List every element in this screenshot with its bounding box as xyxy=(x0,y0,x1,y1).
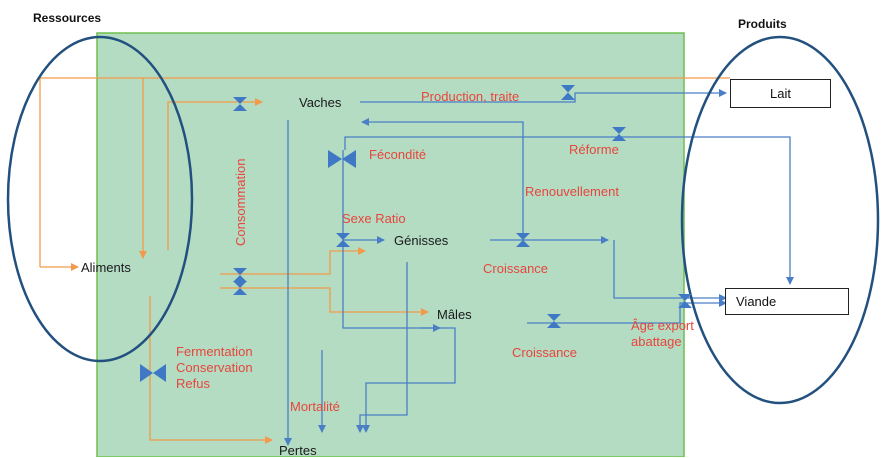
valve-icon xyxy=(328,150,356,168)
label-age-export: Âge export xyxy=(631,318,694,333)
label-reforme: Réforme xyxy=(569,142,619,157)
products-ellipse xyxy=(680,35,880,405)
label-consommation: Consommation xyxy=(233,158,248,246)
label-fecondite: Fécondité xyxy=(369,147,427,162)
animal-flows xyxy=(284,89,794,446)
label-conservation: Conservation xyxy=(176,360,253,375)
flow-croissance-2 xyxy=(527,299,727,324)
label-sexe-ratio: Sexe Ratio xyxy=(342,211,406,226)
valve-icon xyxy=(233,97,247,111)
products-header: Produits xyxy=(738,17,787,31)
label-refus: Refus xyxy=(176,376,210,391)
node-pertes: Pertes xyxy=(279,443,317,458)
resources-header: Ressources xyxy=(33,11,102,25)
flow-renouvellement xyxy=(361,118,524,245)
valve-icon xyxy=(516,233,530,247)
node-vaches: Vaches xyxy=(299,95,342,110)
node-genisses: Génisses xyxy=(394,233,449,248)
node-aliments: Aliments xyxy=(81,260,131,275)
flow-reforme xyxy=(344,136,794,285)
valve-icon xyxy=(336,233,350,247)
label-croissance-2: Croissance xyxy=(512,345,578,360)
resources-ellipse xyxy=(6,35,194,363)
label-production-traite: Production, traite xyxy=(421,89,520,104)
product-lait: Lait xyxy=(730,79,831,108)
feed-flow-to-genisses xyxy=(220,247,366,275)
label-fermentation: Fermentation xyxy=(176,344,253,359)
valve-icon xyxy=(561,85,575,100)
node-males: Mâles xyxy=(437,307,472,322)
valve-icons xyxy=(140,85,692,382)
valve-icon xyxy=(233,281,247,295)
valve-icon xyxy=(233,268,247,282)
valve-icon xyxy=(547,314,561,328)
valve-icon xyxy=(678,294,692,308)
flow-genisses-to-viande xyxy=(613,240,727,302)
label-abattage: abattage xyxy=(631,334,682,349)
valve-icon xyxy=(140,364,166,382)
system-boundary xyxy=(96,32,685,457)
flow-genisses-mortalite xyxy=(356,262,408,433)
label-croissance-1: Croissance xyxy=(483,261,549,276)
valve-icon xyxy=(612,127,626,141)
flow-sexe-ratio xyxy=(342,240,456,330)
feed-flow-to-vaches xyxy=(167,98,263,250)
feed-flow-to-pertes xyxy=(149,296,273,444)
label-renouvellement: Renouvellement xyxy=(525,184,619,199)
product-viande: Viande xyxy=(725,288,849,315)
feed-flow-to-males xyxy=(220,287,429,316)
flow-production xyxy=(360,89,727,103)
flow-males-mortalite xyxy=(362,330,456,433)
label-mortalite: Mortalité xyxy=(290,399,340,414)
